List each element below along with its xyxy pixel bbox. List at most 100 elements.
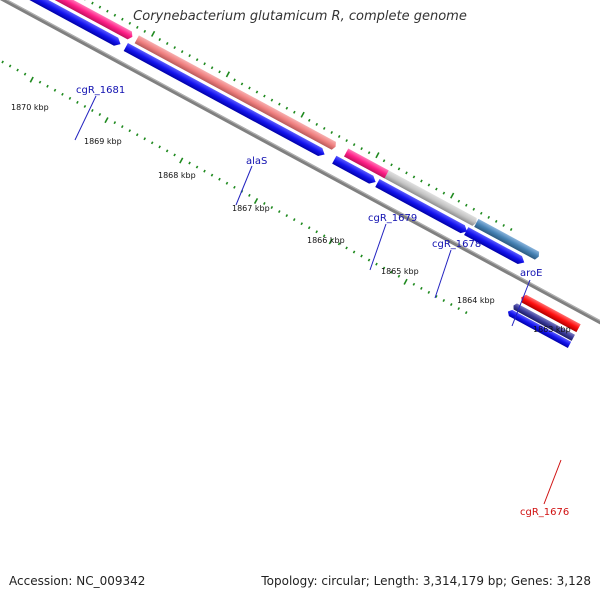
ruler-tick [464,311,468,315]
gene-alaS-salmon[interactable] [134,35,338,150]
ruler-tick [225,181,229,185]
ruler-tick [360,147,363,151]
ruler-tick [83,104,87,108]
gene-cgR_1681-pink[interactable] [22,0,135,41]
ruler-tick [121,17,124,21]
gene-label-cgR_1681[interactable]: cgR_1681 [76,85,125,96]
ruler-tick [113,121,117,125]
ruler-tick [203,62,206,66]
ruler-tick [1,60,4,64]
ruler-tick [412,175,416,179]
ruler-label: 1868 kbp [158,171,196,180]
ruler-tick [375,262,378,266]
ruler-tick [263,201,266,205]
gene-cgR_1678-gray[interactable] [384,170,478,226]
ruler-tick [248,193,251,197]
ruler-tick [382,266,386,270]
ruler-tick [442,191,446,195]
ruler-tick [337,242,341,246]
gene-label-cgR_1678[interactable]: cgR_1678 [432,239,481,250]
ruler-tick [98,113,102,117]
cds-arrow[interactable] [375,179,469,235]
ruler-tick [390,270,393,274]
ruler-tick [233,185,236,189]
ruler-tick [165,149,169,153]
ruler-tick [143,29,147,33]
ruler-tick [255,90,259,94]
ruler-tick [403,278,408,285]
ruler-tick [345,139,348,143]
ruler-label: 1863 kbp [533,325,571,334]
ruler-tick [322,126,326,130]
ruler-tick [300,222,304,226]
ruler-tick [83,0,87,1]
ruler-tick [135,133,139,137]
gene-label-cgR_1679[interactable]: cgR_1679 [368,213,417,224]
ruler-tick [487,215,491,219]
ruler-tick [300,111,305,118]
ruler-tick [293,110,296,114]
ruler-tick [180,50,184,54]
ruler-tick [315,230,318,234]
ruler-tick [195,165,199,169]
outer-ruler [83,0,513,231]
ruler-tick [210,66,214,70]
ruler-tick [165,42,169,46]
gene-aroE-steel[interactable] [474,218,541,261]
ruler-tick [218,177,221,181]
ruler-tick [509,228,513,231]
ruler-tick [360,254,363,258]
ruler-tick [412,282,416,286]
ruler-tick [248,86,251,90]
ruler-tick [315,122,319,126]
ruler-tick [328,238,333,245]
gene-cgR_1676-red[interactable] [519,293,581,333]
gene-labels: cgR_1681 alaS cgR_1679 cgR_1678 aroE cgR… [76,85,569,518]
ruler-tick [91,1,94,5]
ruler-tick [188,54,191,58]
ruler-tick [104,117,109,124]
ruler-tick [76,100,79,104]
gene-label-aroE[interactable]: aroE [520,268,542,279]
genome-backbone [0,0,600,343]
ruler-tick [397,274,401,278]
ruler-tick [136,25,139,29]
ruler-tick [46,84,49,88]
cds-arrow[interactable] [11,0,123,48]
cds-arrow[interactable] [123,43,327,158]
ruler-tick [285,106,289,110]
ruler-tick [203,169,206,173]
ruler-tick [494,219,498,223]
ruler-labels: 1870 kbp 1869 kbp 1868 kbp 1867 kbp 1866… [11,103,571,334]
ruler-tick [270,206,274,209]
ruler-tick [8,64,12,68]
ruler-tick [352,250,356,254]
ruler-tick [173,46,176,50]
cds-arrow[interactable] [332,155,378,186]
ruler-tick [352,143,356,147]
ruler-tick [375,152,380,159]
ruler-tick [367,151,371,155]
ruler-tick [427,183,431,187]
ruler-tick [158,145,161,149]
ruler-tick [345,246,348,250]
gene-label-alaS[interactable]: alaS [246,156,267,167]
cds-arrow[interactable] [464,227,526,266]
ruler-tick [457,199,461,203]
gene-cgR_1679-pink[interactable] [343,148,391,180]
ruler-label: 1864 kbp [457,296,495,305]
ruler-tick [427,290,431,294]
ruler-tick [479,211,483,215]
ruler-tick [53,88,57,92]
ruler-label: 1865 kbp [381,267,419,276]
ruler-tick [106,9,109,13]
ruler-tick [16,68,19,72]
gene-reverse-navy[interactable] [512,302,575,341]
gene-label-cgR_1676[interactable]: cgR_1676 [520,507,569,518]
cds-arrow-reverse[interactable] [506,309,572,348]
ruler-tick [218,70,221,74]
ruler-label: 1867 kbp [232,204,270,213]
ruler-label: 1869 kbp [84,137,122,146]
ruler-tick [179,157,184,164]
